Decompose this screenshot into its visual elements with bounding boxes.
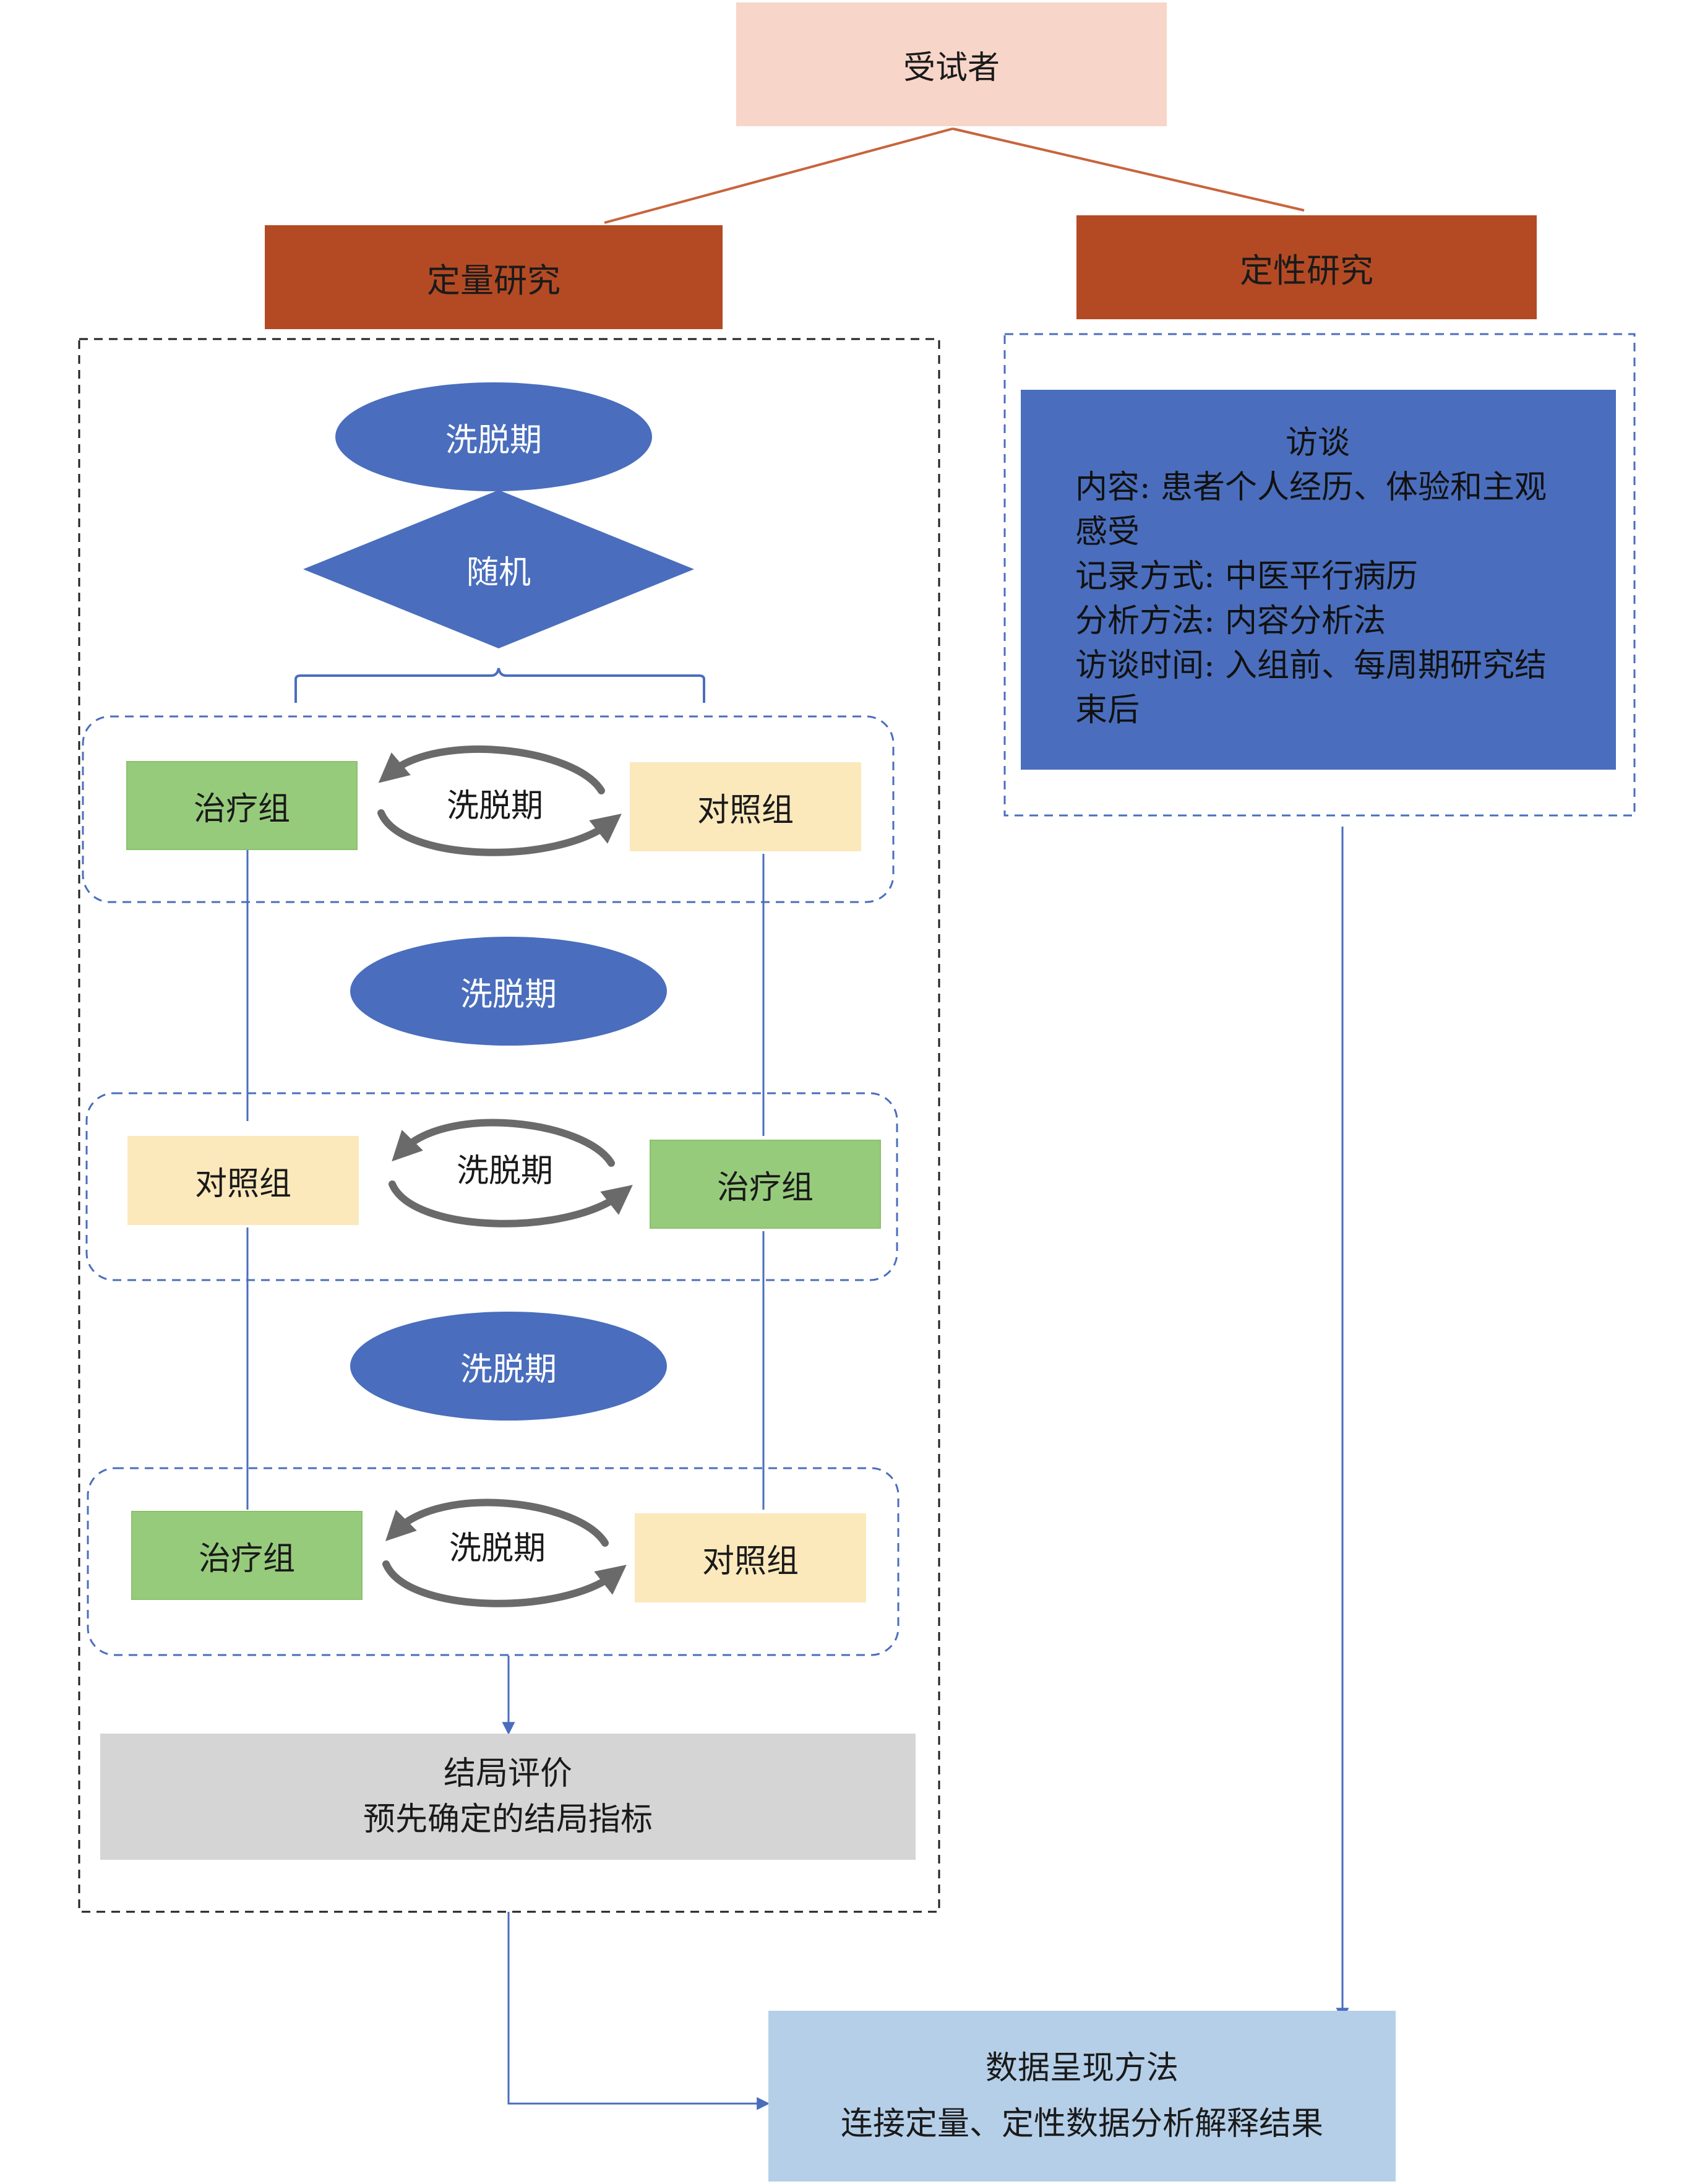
connector-to-quantitative (604, 127, 953, 224)
interview-line-3: 记录方式: 中医平行病历 (1075, 558, 1419, 595)
interview-line-2: 感受 (1075, 514, 1140, 551)
outcome-detail: 预先确定的结局指标 (363, 1801, 653, 1838)
final-title: 数据呈现方法 (985, 2050, 1179, 2087)
final-detail: 连接定量、定性数据分析解释结果 (840, 2105, 1323, 2143)
arrow-quant-to-final (507, 1912, 770, 2110)
period-3-treatment-group: 治疗组 (131, 1511, 363, 1600)
interview-line-6: 束后 (1075, 692, 1140, 729)
period-2-treatment-group: 治疗组 (650, 1140, 881, 1229)
randomization-label: 随机 (466, 554, 531, 591)
interview-line-1: 内容: 患者个人经历、体验和主观 (1075, 469, 1547, 506)
period-3-washout-label: 洗脱期 (449, 1530, 546, 1567)
control-group-label: 对照组 (194, 1165, 291, 1203)
randomization-label-box: 随机 (402, 540, 595, 599)
control-group-label: 对照组 (702, 1542, 799, 1580)
period-3-control-group: 对照组 (635, 1513, 866, 1602)
randomization-diamond (303, 490, 694, 648)
washout-ellipse-2: 洗脱期 (350, 1312, 667, 1421)
interview-line-5: 访谈时间: 入组前、每周期研究结 (1075, 647, 1547, 684)
period-1-treatment-group: 治疗组 (126, 761, 358, 850)
subject-label: 受试者 (903, 49, 1000, 87)
period-2-control-group: 对照组 (127, 1136, 359, 1225)
connector-to-qualitative (952, 127, 1305, 212)
treatment-group-label: 治疗组 (198, 1540, 295, 1578)
cycle-arrows-period-1 (377, 745, 622, 856)
qualitative-research-box: 定性研究 (1076, 215, 1537, 319)
treatment-group-label: 治疗组 (193, 790, 290, 828)
control-group-label: 对照组 (697, 791, 794, 829)
subject-box: 受试者 (736, 2, 1167, 126)
washout-label: 洗脱期 (460, 976, 557, 1013)
data-presentation-box: 数据呈现方法 连接定量、定性数据分析解释结果 (768, 2011, 1396, 2182)
washout-label: 洗脱期 (460, 1351, 557, 1388)
randomization-bracket (294, 668, 705, 703)
quantitative-research-box: 定量研究 (265, 225, 723, 329)
cycle-arrows-period-3 (382, 1498, 627, 1607)
qualitative-research-label: 定性研究 (1240, 251, 1373, 290)
quantitative-research-label: 定量研究 (427, 260, 560, 300)
treatment-group-label: 治疗组 (716, 1169, 814, 1206)
washout-ellipse-1: 洗脱期 (350, 937, 667, 1046)
period-1-washout-label: 洗脱期 (446, 788, 543, 825)
period-1-control-group: 对照组 (630, 762, 861, 851)
cycle-arrows-period-2 (389, 1119, 633, 1227)
interview-line-4: 分析方法: 内容分析法 (1075, 603, 1386, 640)
period-3-container (87, 1467, 900, 1656)
washout-label: 洗脱期 (445, 421, 542, 459)
interview-box: 访谈 内容: 患者个人经历、体验和主观 感受 记录方式: 中医平行病历 分析方法… (1021, 390, 1616, 770)
period-2-container (85, 1092, 898, 1281)
qualitative-container (1003, 333, 1636, 817)
interview-title: 访谈 (1285, 424, 1350, 462)
period-1-container (82, 715, 895, 903)
washout-ellipse-initial: 洗脱期 (335, 382, 652, 491)
outcome-evaluation-box: 结局评价 预先确定的结局指标 (100, 1734, 916, 1860)
outcome-title: 结局评价 (443, 1755, 572, 1792)
period-2-washout-label: 洗脱期 (456, 1153, 553, 1190)
